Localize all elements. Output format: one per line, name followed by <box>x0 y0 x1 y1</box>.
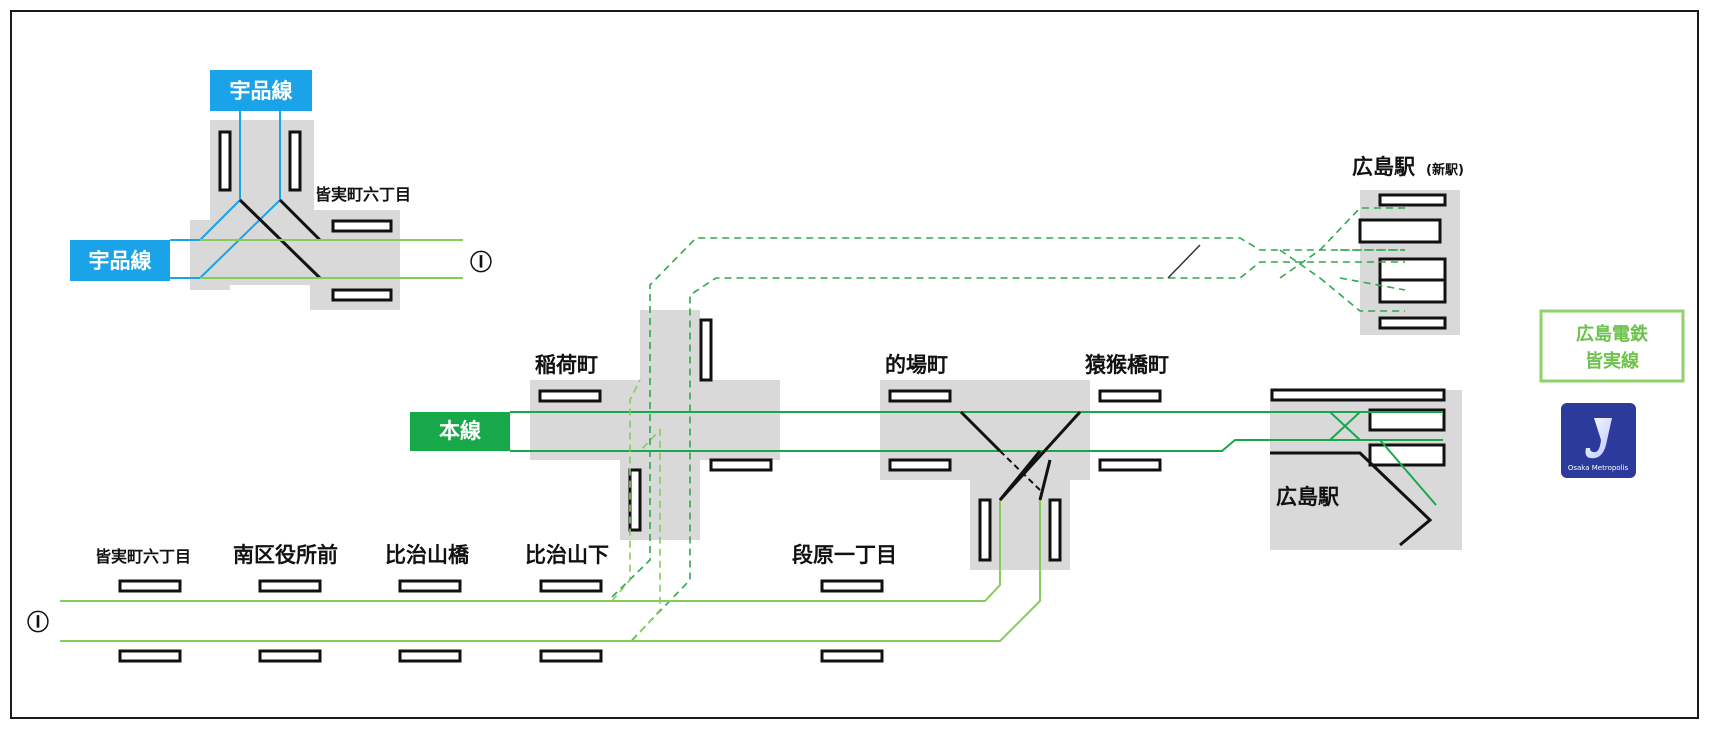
platform <box>1378 257 1447 283</box>
platform <box>1378 278 1447 304</box>
platform <box>888 458 952 472</box>
platform <box>398 579 462 593</box>
platform <box>1048 498 1062 562</box>
lower-link-tracks <box>611 379 661 642</box>
platform <box>258 579 322 593</box>
lower-branch-tracks <box>60 500 1041 642</box>
platform <box>331 219 393 233</box>
station-label-hijiyamabashi: 比治山橋 <box>385 543 470 567</box>
route-marker-lower: Ⓘ <box>27 610 49 636</box>
platform <box>118 579 182 593</box>
logo-text: Osaka Metropolis <box>1568 464 1629 472</box>
minamimachi-junction-tracks <box>170 110 463 280</box>
platform <box>538 389 602 403</box>
dark-junction-tracks <box>959 410 1433 547</box>
platform <box>1378 316 1447 330</box>
platform <box>1098 389 1162 403</box>
station-label-danbara-1: 段原一丁目 <box>792 543 897 567</box>
platform <box>288 130 302 192</box>
main-line-tracks <box>510 411 1443 506</box>
platform <box>539 649 603 663</box>
diagram-frame <box>10 10 1699 719</box>
line-name-badge: 広島電鉄 皆実線 <box>1539 309 1685 383</box>
ujina-left-badge: 宇品線 <box>70 240 170 281</box>
ujina-top-badge: 宇品線 <box>210 70 312 111</box>
station-label-minamikuyakushomae: 南区役所前 <box>233 543 338 567</box>
logo-mark-icon <box>1585 418 1612 459</box>
platform <box>218 130 232 192</box>
station-label-hiroshima-new: 広島駅 <box>1352 155 1416 179</box>
platform <box>1358 218 1442 244</box>
svg-text:本線: 本線 <box>439 419 481 443</box>
station-label-hiroshima-new-suffix: (新駅) <box>1426 162 1464 178</box>
platform <box>1378 193 1447 207</box>
station-labels: 皆実町六丁目 広島駅 (新駅) 稲荷町 的場町 猿猴橋町 広島駅 皆実町六丁目 … <box>95 155 1464 567</box>
station-label-matobacho: 的場町 <box>885 353 948 377</box>
svg-text:宇品線: 宇品線 <box>89 249 152 273</box>
line-name-company: 広島電鉄 <box>1576 323 1648 345</box>
platform <box>820 649 884 663</box>
planned-routes <box>611 207 1406 641</box>
platform <box>699 318 713 382</box>
platform <box>820 579 884 593</box>
osaka-metropolis-logo: Osaka Metropolis <box>1561 403 1636 478</box>
station-label-inaricho: 稲荷町 <box>535 353 598 377</box>
platform <box>1368 408 1446 432</box>
platform <box>628 468 642 532</box>
station-label-minamimachi-6-lower: 皆実町六丁目 <box>95 547 191 566</box>
platform <box>331 288 393 302</box>
line-name-line: 皆実線 <box>1585 350 1639 372</box>
platform <box>1368 443 1446 467</box>
platform <box>258 649 322 663</box>
svg-text:宇品線: 宇品線 <box>230 79 293 103</box>
platforms <box>118 130 1447 663</box>
platform <box>539 579 603 593</box>
station-label-enkobashicho: 猿猴橋町 <box>1084 353 1169 377</box>
platform <box>709 458 773 472</box>
platform <box>888 389 952 403</box>
platform <box>1270 388 1446 402</box>
platform <box>1098 458 1162 472</box>
platform <box>398 649 462 663</box>
route-marker-upper: Ⓘ <box>470 250 492 276</box>
platform <box>978 498 992 562</box>
planned-route-connector <box>1167 244 1201 279</box>
station-label-minamimachi-6-upper: 皆実町六丁目 <box>315 185 411 204</box>
platform <box>118 649 182 663</box>
station-label-hiroshima: 広島駅 <box>1276 485 1340 509</box>
station-label-hijiyamashita: 比治山下 <box>525 543 609 567</box>
main-line-badge: 本線 <box>410 412 510 451</box>
